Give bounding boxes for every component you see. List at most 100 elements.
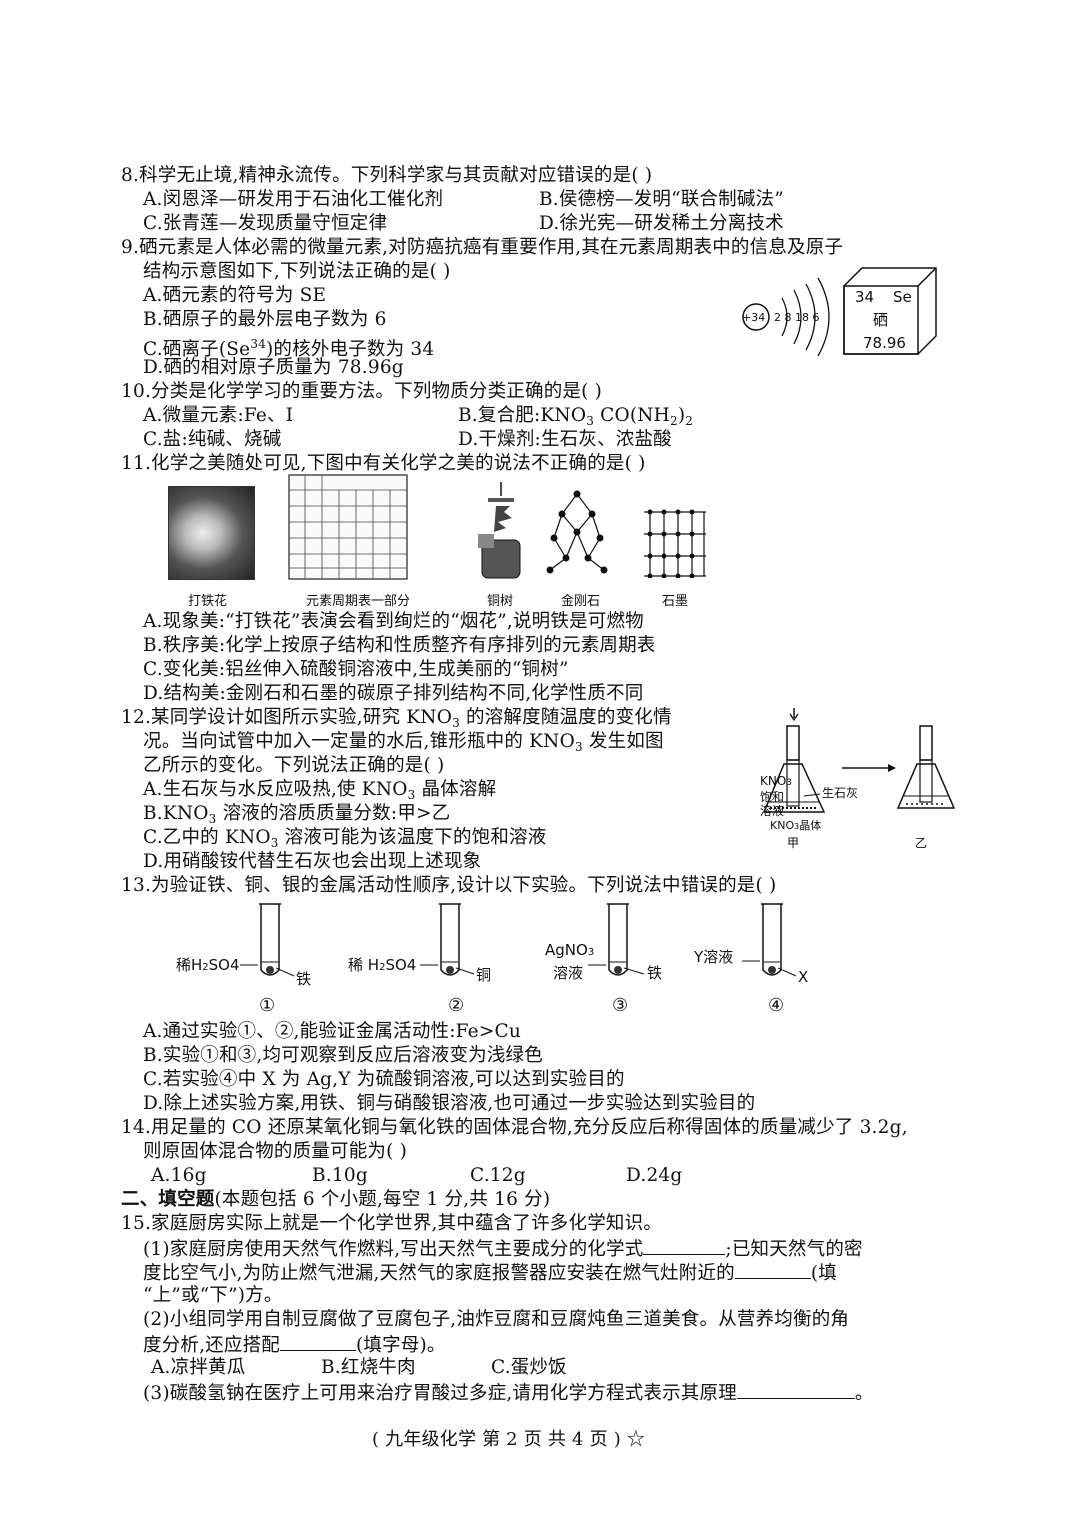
tube3-pointer xyxy=(624,967,645,975)
tube1-label: 稀H2SO4 xyxy=(176,956,240,974)
tube2-number: ② xyxy=(448,995,465,1016)
q15-part1-line2: 度比空气小,为防止燃气泄漏,天然气的家庭报警器应安装在燃气灶附近的(填 xyxy=(143,1260,837,1286)
fig-label-yi: 乙 xyxy=(915,836,928,850)
tube4-number: ④ xyxy=(768,995,785,1016)
tube1-pointer xyxy=(276,967,295,977)
diamond-structure-image xyxy=(546,490,608,574)
q15-part1-line3: “上”或“下”)方。 xyxy=(143,1285,283,1306)
q12-stem-line2: 况。当向试管中加入一定量的水后,锥形瓶中的 KNO3 发生如图 xyxy=(143,731,664,754)
answer-blank-formula[interactable] xyxy=(643,1236,726,1255)
test-tube-2 xyxy=(439,903,461,976)
tube4-pointer xyxy=(778,967,797,977)
tube3-number: ③ xyxy=(612,995,629,1016)
answer-blank-position[interactable] xyxy=(734,1260,811,1279)
q9-option-d: D.硒的相对原子质量为 78.96g xyxy=(143,357,404,378)
q15-part2-option-b: B.红烧牛肉 xyxy=(321,1357,416,1378)
q8-stem: 8.科学无止境,精神永流传。下列科学家与其贡献对应错误的是( ) xyxy=(121,165,653,186)
cell-symbol: Se xyxy=(893,288,912,306)
q11-option-d: D.结构美:金刚石和石墨的碳原子排列结构不同,化学性质不同 xyxy=(143,683,644,704)
q13-option-b: B.实验①和③,均可观察到反应后溶液变为浅绿色 xyxy=(143,1045,543,1066)
tube1-number: ① xyxy=(259,995,276,1016)
q12-option-d: D.用硝酸铵代替生石灰也会出现上述现象 xyxy=(143,851,482,872)
atom-nucleus-label: +34 xyxy=(742,311,766,324)
q13-option-d: D.除上述实验方案,用铁、铜与硝酸银溶液,也可通过一步实验达到实验目的 xyxy=(143,1093,756,1114)
caption-copper-tree: 铜树 xyxy=(487,594,514,609)
tube4-metal: X xyxy=(798,968,809,986)
q8-option-a: A.闵恩泽—研发用于石油化工催化剂 xyxy=(143,189,444,210)
fig-label-jia: 甲 xyxy=(787,836,800,850)
tube4-label-pointer xyxy=(742,960,760,962)
q11-option-c: C.变化美:铝丝伸入硫酸铜溶液中,生成美丽的“铜树” xyxy=(143,659,569,680)
periodic-table-cell xyxy=(843,267,937,355)
kno3-dissolution-apparatus xyxy=(762,708,956,813)
answer-blank-equation[interactable] xyxy=(736,1380,855,1399)
iron-flower-photo xyxy=(168,486,255,580)
q9-option-a: A.硒元素的符号为 SE xyxy=(143,285,327,306)
tube4-label: Y溶液 xyxy=(694,948,734,966)
q12-option-b: B.KNO3 溶液的溶质质量分数:甲>乙 xyxy=(143,803,451,826)
tube3-metal: 铁 xyxy=(647,964,663,982)
q15-part2-line1: (2)小组同学用自制豆腐做了豆腐包子,油炸豆腐和豆腐炖鱼三道美食。从营养均衡的角 xyxy=(143,1309,850,1330)
q14-option-c: C.12g xyxy=(470,1165,526,1186)
tube2-label: 稀 H2SO4 xyxy=(348,956,417,974)
q14-option-a: A.16g xyxy=(151,1165,207,1186)
q9-stem-line2: 结构示意图如下,下列说法正确的是( ) xyxy=(143,261,451,282)
tube1-metal: 铁 xyxy=(296,970,312,988)
tube3-label-pointer xyxy=(588,964,606,966)
fig-kno3-crystal-label: KNO3晶体 xyxy=(770,819,822,832)
q11-stem: 11.化学之美随处可见,下图中有关化学之美的说法不正确的是( ) xyxy=(121,453,646,474)
q14-option-d: D.24g xyxy=(626,1165,683,1186)
caption-graphite: 石墨 xyxy=(662,594,689,609)
caption-iron-flower: 打铁花 xyxy=(188,594,228,609)
test-tube-4 xyxy=(761,903,783,976)
q8-option-c: C.张青莲—发现质量守恒定律 xyxy=(143,213,388,234)
q10-option-a: A.微量元素:Fe、I xyxy=(143,405,294,426)
q15-part2-option-a: A.凉拌黄瓜 xyxy=(151,1357,246,1378)
q10-option-b: B.复合肥:KNO3 CO(NH2)2 xyxy=(458,405,694,428)
caption-periodic-table: 元素周期表一部分 xyxy=(306,594,411,609)
selenium-atom-structure-diagram xyxy=(742,277,830,357)
q9-option-c: C.硒离子(Se34)的核外电子数为 34 xyxy=(143,337,435,361)
tube2-label-pointer xyxy=(420,964,438,966)
q13-option-a: A.通过实验①、②,能验证金属活动性:Fe>Cu xyxy=(143,1021,521,1042)
q14-option-b: B.10g xyxy=(312,1165,368,1186)
q15-part1-line1: (1)家庭厨房使用天然气作燃料,写出天然气主要成分的化学式;已知天然气的密 xyxy=(143,1236,863,1262)
copper-tree-image xyxy=(478,482,521,579)
answer-blank-food[interactable] xyxy=(279,1332,356,1351)
q12-stem-line1: 12.某同学设计如图所示实验,研究 KNO3 的溶解度随温度的变化情 xyxy=(121,707,672,730)
q15-part2-line2: 度分析,还应搭配(填字母)。 xyxy=(143,1332,446,1358)
test-tube-3 xyxy=(607,903,629,976)
page-footer: ( 九年级化学 第 2 页 共 4 页 ) ☆ xyxy=(372,1429,646,1450)
section-2-heading: 二、填空题(本题包括 6 个小题,每空 1 分,共 16 分) xyxy=(121,1189,551,1210)
q14-stem-line2: 则原固体混合物的质量可能为( ) xyxy=(143,1141,408,1162)
fig-quicklime-label: 生石灰 xyxy=(822,786,859,800)
graphite-structure-image xyxy=(644,509,706,578)
test-tube-1 xyxy=(259,903,281,976)
tube2-metal: 铜 xyxy=(476,966,492,984)
cell-name: 硒 xyxy=(873,311,889,329)
q15-part3: (3)碳酸氢钠在医疗上可用来治疗胃酸过多症,请用化学方程式表示其原理。 xyxy=(143,1380,874,1406)
q8-option-d: D.徐光宪—研发稀土分离技术 xyxy=(539,213,784,234)
atom-shell-electrons: 2 8 18 6 xyxy=(774,311,820,324)
q14-stem-line1: 14.用足量的 CO 还原某氧化铜与氧化铁的固体混合物,充分反应后称得固体的质量… xyxy=(121,1117,908,1138)
periodic-table-excerpt-image xyxy=(288,474,408,580)
tube2-pointer xyxy=(456,967,475,975)
q12-option-a: A.生石灰与水反应吸热,使 KNO3 晶体溶解 xyxy=(143,779,497,802)
caption-diamond: 金刚石 xyxy=(561,594,601,609)
q8-option-b: B.侯德榜—发明“联合制碱法” xyxy=(539,189,784,210)
q10-option-c: C.盐:纯碱、烧碱 xyxy=(143,429,282,450)
q15-part2-option-c: C.蛋炒饭 xyxy=(491,1357,567,1378)
q10-option-d: D.干燥剂:生石灰、浓盐酸 xyxy=(458,429,672,450)
q15-stem: 15.家庭厨房实际上就是一个化学世界,其中蕴含了许多化学知识。 xyxy=(121,1213,663,1234)
q11-option-b: B.秩序美:化学上按原子结构和性质整齐有序排列的元素周期表 xyxy=(143,635,656,656)
q9-stem-line1: 9.硒元素是人体必需的微量元素,对防癌抗癌有重要作用,其在元素周期表中的信息及原… xyxy=(121,237,844,258)
q12-option-c: C.乙中的 KNO3 溶液可能为该温度下的饱和溶液 xyxy=(143,827,547,850)
q12-stem-line3: 乙所示的变化。下列说法正确的是( ) xyxy=(143,755,445,776)
cell-atomic-mass: 78.96 xyxy=(863,334,906,352)
q11-option-a: A.现象美:“打铁花”表演会看到绚烂的“烟花”,说明铁是可燃物 xyxy=(143,611,644,632)
q9-option-b: B.硒原子的最外层电子数为 6 xyxy=(143,309,387,330)
cell-atomic-number: 34 xyxy=(855,288,875,306)
